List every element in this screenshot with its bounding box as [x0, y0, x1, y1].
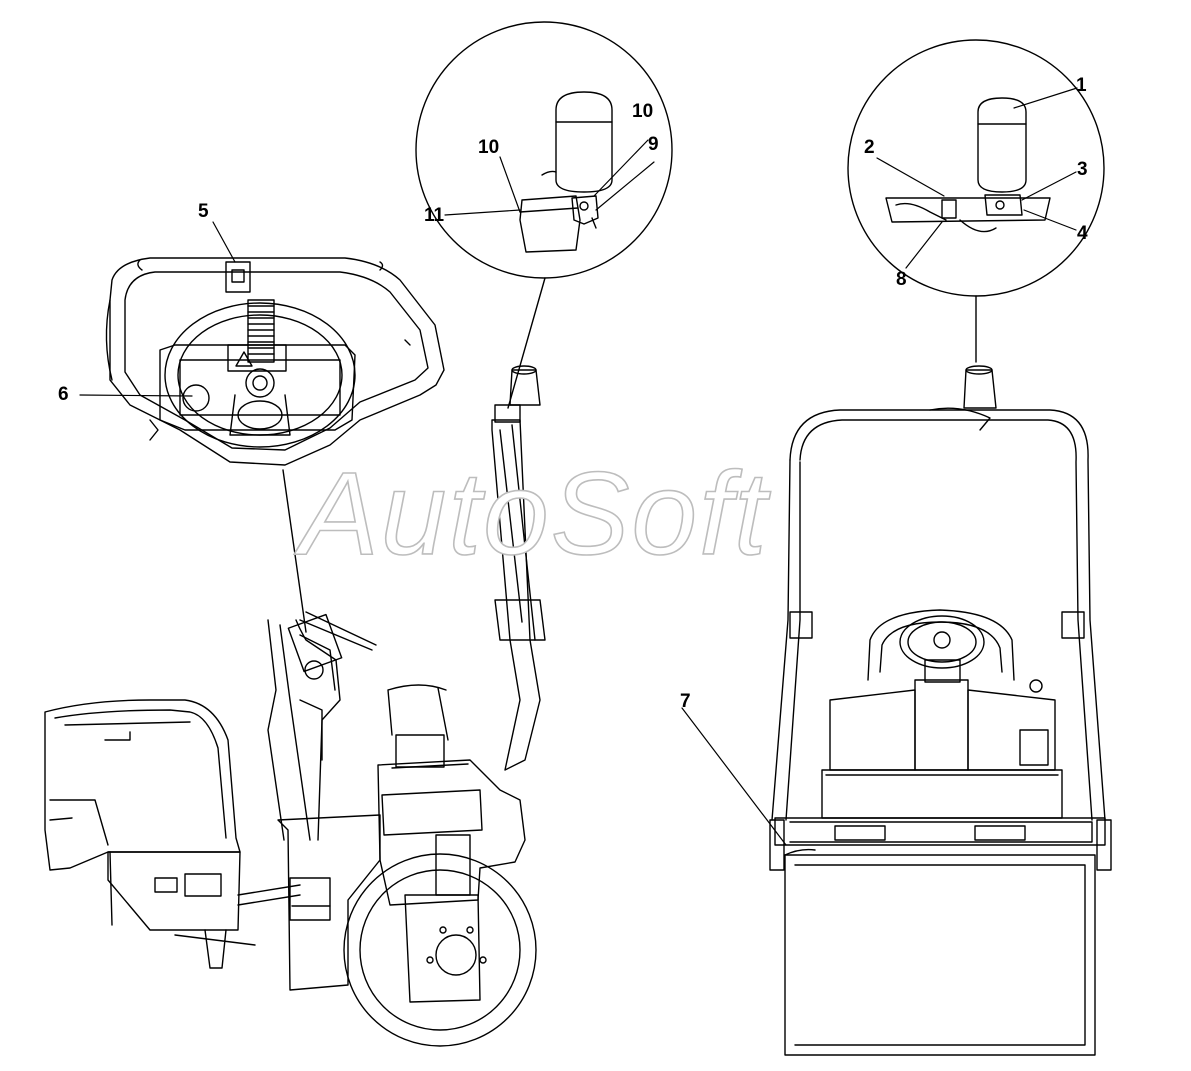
callout-8: 8 — [896, 269, 907, 290]
detail-leader-left — [282, 469, 307, 633]
callout-11: 11 — [424, 205, 445, 226]
callout-10-lower: 10 — [478, 137, 500, 158]
callout-7: 7 — [680, 691, 691, 712]
beacon-detail-left — [415, 21, 673, 279]
callout-2: 2 — [864, 137, 875, 158]
autosoft-watermark: AutoSoft — [299, 448, 769, 580]
callout-9: 9 — [648, 134, 659, 155]
callout-5: 5 — [198, 201, 209, 222]
callout-1: 1 — [1076, 75, 1087, 96]
callout-3: 3 — [1077, 159, 1088, 180]
dashboard-detail-view — [105, 257, 445, 466]
detail-leader-mid — [507, 277, 546, 409]
callout-leaders — [79, 87, 1078, 846]
roller-front-view — [769, 365, 1112, 1056]
roller-side-view — [44, 365, 546, 1047]
callout-6: 6 — [58, 384, 69, 405]
beacon-detail-right — [847, 39, 1105, 297]
callout-10-upper: 10 — [632, 101, 654, 122]
callout-4: 4 — [1077, 223, 1088, 244]
